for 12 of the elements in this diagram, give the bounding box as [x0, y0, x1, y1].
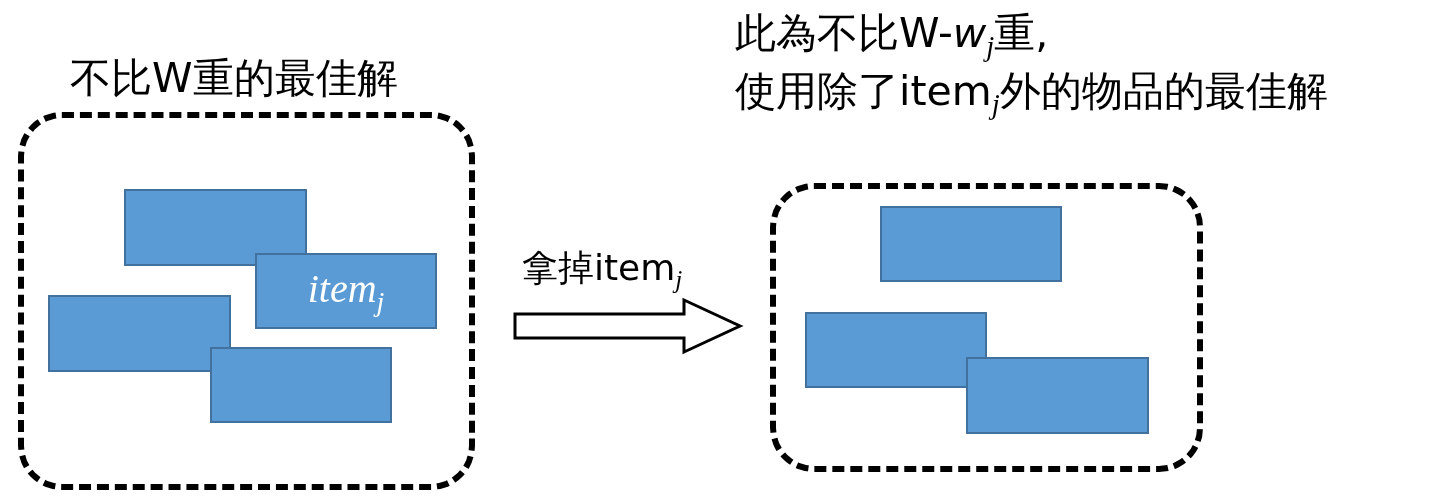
item-label: item$_{j}$	[307, 264, 385, 318]
item-rectangle	[255, 253, 437, 329]
heading-text: 此為不比W-w$_{j}$重,	[735, 8, 1049, 65]
hollow-arrow	[513, 297, 744, 355]
heading-text: 使用除了item$_{j}$外的物品的最佳解	[735, 66, 1328, 123]
item-rectangle	[805, 312, 987, 388]
item-rectangle	[124, 189, 307, 266]
item-rectangle	[966, 357, 1149, 434]
item-rectangle	[210, 347, 392, 423]
item-rectangle	[880, 206, 1062, 282]
item-rectangle	[48, 295, 231, 372]
heading-text: 不比W重的最佳解	[70, 53, 398, 104]
